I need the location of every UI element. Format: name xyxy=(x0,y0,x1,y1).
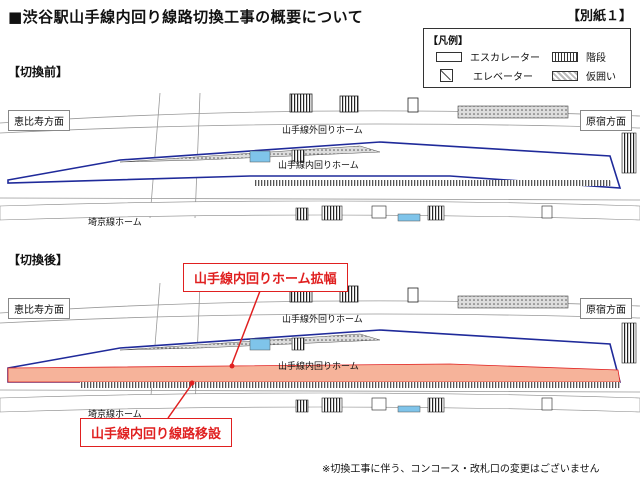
stairs-block xyxy=(295,399,309,413)
stairs-block xyxy=(621,132,637,174)
legend-label: 仮囲い xyxy=(586,72,616,83)
elevator-block xyxy=(407,287,419,303)
direction-left: 恵比寿方面 xyxy=(8,298,70,319)
callout-platform-widening: 山手線内回りホーム拡幅 xyxy=(183,263,348,292)
legend-label: 階段 xyxy=(586,53,606,64)
elevator-block xyxy=(541,205,553,219)
legend-title: 【凡例】 xyxy=(428,36,468,47)
inner-track xyxy=(255,180,612,186)
fence-icon xyxy=(552,70,578,81)
elevator-block xyxy=(371,397,387,411)
elevator-icon xyxy=(440,69,453,82)
saikyo-platform xyxy=(0,200,640,221)
legend-label: エレベーター xyxy=(473,72,533,83)
direction-left: 恵比寿方面 xyxy=(8,110,70,131)
outer-platform-label: 山手線外回りホーム xyxy=(282,124,363,136)
temporary-fence xyxy=(457,105,569,119)
legend: 【凡例】 エスカレーター 階段 エレベーター 仮囲い xyxy=(423,28,631,88)
elevator-block xyxy=(249,150,271,163)
stairs-block xyxy=(289,93,313,113)
inner-platform-label: 山手線内回りホーム xyxy=(278,159,359,171)
inner-platform-label: 山手線内回りホーム xyxy=(278,360,359,372)
footnote: ※切換工事に伴う、コンコース・改札口の変更はございません xyxy=(322,464,600,475)
stairs-block xyxy=(339,95,359,113)
elevator-block xyxy=(397,405,421,413)
legend-item-escalator: エスカレーター xyxy=(436,49,540,64)
stairs-block xyxy=(427,205,445,221)
legend-item-stairs: 階段 xyxy=(552,49,606,64)
stairs-block xyxy=(321,205,343,221)
legend-item-fence: 仮囲い xyxy=(552,68,616,83)
elevator-block xyxy=(397,213,421,222)
elevator-block xyxy=(407,97,419,113)
callout-track-relocation: 山手線内回り線路移設 xyxy=(80,418,233,447)
elevator-block xyxy=(541,397,553,411)
elevator-block xyxy=(249,338,271,351)
stairs-block xyxy=(291,149,305,163)
after-diagram: 山手線外回りホーム 山手線内回りホーム 埼京線ホーム xyxy=(0,278,640,418)
attachment-label: 【別紙１】 xyxy=(566,9,632,24)
direction-right: 原宿方面 xyxy=(580,298,632,319)
relocate-leader-dot xyxy=(189,380,195,386)
outer-platform-label: 山手線外回りホーム xyxy=(282,313,363,325)
stairs-block xyxy=(295,207,309,221)
elevator-block xyxy=(371,205,387,219)
before-heading: 【切換前】 xyxy=(8,65,69,79)
widen-leader-line xyxy=(231,278,266,365)
widen-leader-dot xyxy=(229,363,235,369)
before-diagram: 山手線外回りホーム 山手線内回りホーム 埼京線ホーム xyxy=(0,92,640,228)
relocate-leader-line xyxy=(167,383,193,418)
stairs-icon xyxy=(552,51,578,62)
inner-platform-outline xyxy=(7,141,622,189)
after-heading: 【切換後】 xyxy=(8,253,69,267)
saikyo-platform xyxy=(0,392,640,413)
direction-right: 原宿方面 xyxy=(580,110,632,131)
temporary-fence xyxy=(457,295,569,309)
saikyo-platform-label: 埼京線ホーム xyxy=(88,408,142,418)
escalator-icon xyxy=(436,51,462,62)
stairs-block xyxy=(621,322,637,364)
relocated-track xyxy=(80,382,620,388)
stairs-block xyxy=(321,397,343,413)
widened-platform-area xyxy=(7,363,621,383)
saikyo-platform-label: 埼京線ホーム xyxy=(88,216,142,228)
legend-label: エスカレーター xyxy=(470,53,540,64)
stairs-block xyxy=(427,397,445,413)
page-title: ■渋谷駅山手線内回り線路切換工事の概要について xyxy=(8,8,364,26)
stairs-block xyxy=(291,337,305,351)
legend-item-elevator: エレベーター xyxy=(440,68,533,83)
